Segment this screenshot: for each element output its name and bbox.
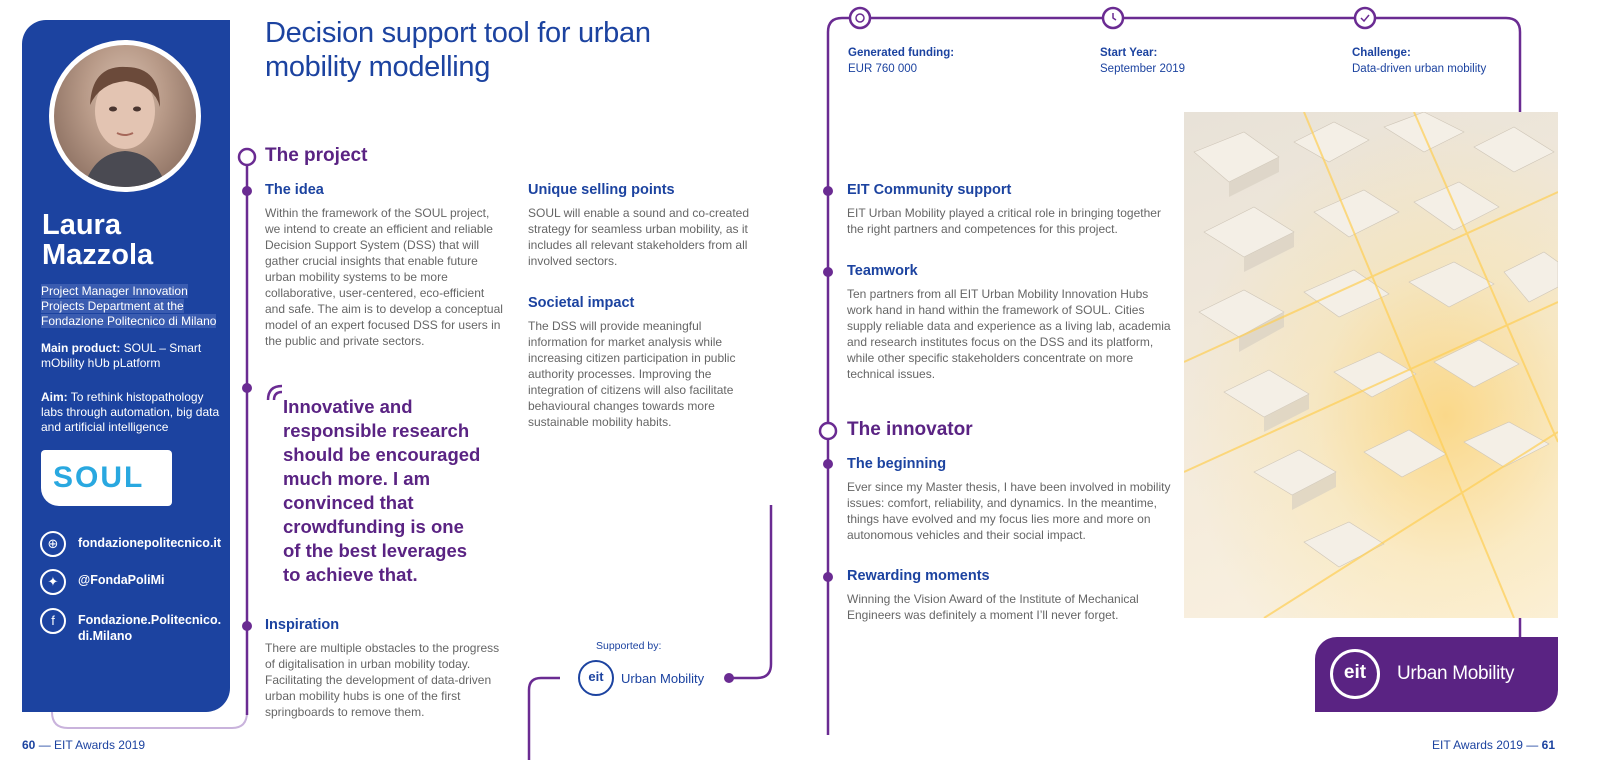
avatar [49,40,201,192]
aim: Aim: To rethink histopathology labs thro… [41,390,221,435]
facebook-link[interactable]: Fondazione.Politecnico. di.Milano [78,612,228,644]
clock-icon [1101,6,1125,30]
footer-left: 60 — EIT Awards 2019 [22,738,145,752]
eit-mark: eit [578,660,614,696]
societal-title: Societal impact [528,295,635,311]
quote-line: convinced that [283,492,414,513]
start-year-label: Start Year: [1100,47,1158,59]
challenge-icon [1353,6,1377,30]
start-year-value: September 2019 [1100,63,1186,75]
role: Project Manager Innovation Projects Depa… [41,284,221,329]
quote-line: of the best leverages [283,540,468,561]
page-title: Decision support tool for urban mobility… [265,16,695,84]
city-illustration [1184,112,1558,618]
main-product-value: SOUL – Smart mObility hUb pLatform [41,341,202,370]
idea-text: Within the framework of the SOUL project… [265,206,503,348]
facebook-link-line: Fondazione.Politecnico. [78,613,222,627]
supported-eit-logo: eit Urban Mobility [578,660,728,698]
community-title: EIT Community support [847,182,1012,198]
page-number-right: 61 [1541,738,1555,752]
inspiration-text: There are multiple obstacles to the prog… [265,641,500,719]
twitter-icon: ✦ [40,569,66,595]
quote-line: crowdfunding is one [283,516,464,537]
rewarding-title: Rewarding moments [847,568,990,584]
soul-logo: SOUL [41,450,172,506]
usp-text: SOUL will enable a sound and co-created … [528,206,750,268]
quote-line: Innovative and [283,396,413,417]
quote-line: much more. I am [283,468,431,489]
innovator-heading: The innovator [847,419,973,440]
main-product: Main product: SOUL – Smart mObility hUb … [41,341,221,371]
website-link[interactable]: fondazionepolitecnico.it [78,536,222,550]
societal-text: The DSS will provide meaningful informat… [528,319,736,429]
challenge-value: Data-driven urban mobility [1352,63,1487,75]
challenge-label: Challenge: [1352,47,1411,59]
footer-right-text: EIT Awards 2019 — [1432,738,1539,752]
role-line: Project Manager Innovation [41,284,188,298]
eit-name: Urban Mobility [1397,663,1515,684]
facebook-link-line: di.Milano [78,629,133,643]
last-name: Mazzola [42,239,154,271]
title-line: Decision support tool for urban [265,17,651,49]
teamwork-text: Ten partners from all EIT Urban Mobility… [847,287,1171,381]
funding-label: Generated funding: [848,47,955,59]
funding-value: EUR 760 000 [848,63,918,75]
teamwork-title: Teamwork [847,263,918,279]
twitter-link[interactable]: @FondaPoliMi [78,573,165,587]
quote-line: responsible research [283,420,470,441]
facebook-icon: f [40,608,66,634]
quote-line: should be encouraged [283,444,481,465]
inspiration-title: Inspiration [265,617,340,633]
footer-left-text: — EIT Awards 2019 [38,738,145,752]
role-line: Projects Department at the [41,299,184,313]
quote-line: to achieve that. [283,564,418,585]
aim-value: To rethink histopathology labs through a… [41,390,220,434]
globe-icon: ⊕ [40,531,66,557]
eit-name: Urban Mobility [621,671,705,686]
title-line: mobility modelling [265,51,491,83]
first-name: Laura [42,209,121,241]
supported-by-label: Supported by: [596,640,662,652]
community-text: EIT Urban Mobility played a critical rol… [847,206,1161,236]
funding-icon [848,6,872,30]
idea-title: The idea [265,182,324,198]
pull-quote: Innovative and responsible research shou… [283,395,493,587]
project-heading: The project [265,145,368,166]
usp-title: Unique selling points [528,182,675,198]
eit-urban-mobility-logo: eit Urban Mobility [1315,637,1558,712]
aim-label: Aim: [41,390,68,404]
beginning-text: Ever since my Master thesis, I have been… [847,480,1171,542]
profile-photo [54,45,196,187]
soul-logo-text: SOUL [53,461,145,494]
profile-sidebar: Laura Mazzola Project Manager Innovation… [22,20,230,712]
role-line: Fondazione Politecnico di Milano [41,314,217,328]
main-product-label: Main product: [41,341,121,355]
eit-mark: eit [1330,649,1380,699]
rewarding-text: Winning the Vision Award of the Institut… [847,592,1139,622]
city-buildings [1184,112,1558,618]
footer-right: EIT Awards 2019 — 61 [1432,738,1555,752]
beginning-title: The beginning [847,456,947,472]
page-number-left: 60 [22,738,36,752]
